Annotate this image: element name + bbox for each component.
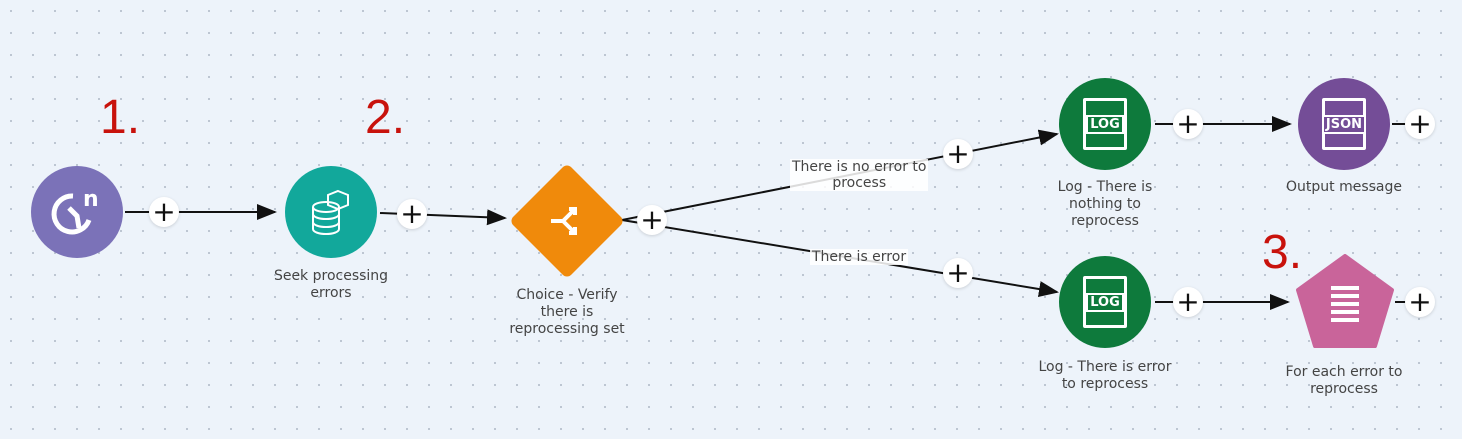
add-step-button[interactable]: + bbox=[1173, 109, 1203, 139]
annotation-1: 1. bbox=[100, 91, 141, 144]
database-icon bbox=[312, 189, 349, 236]
svg-text:n: n bbox=[83, 187, 99, 212]
scheduler-node[interactable]: n bbox=[31, 166, 123, 258]
choice-node[interactable] bbox=[509, 163, 625, 279]
json-file-icon: JSON bbox=[1321, 98, 1367, 150]
add-step-button[interactable]: + bbox=[149, 197, 179, 227]
add-step-button[interactable]: + bbox=[1173, 287, 1203, 317]
seek-node[interactable] bbox=[285, 166, 377, 258]
add-step-button[interactable]: + bbox=[943, 139, 973, 169]
annotation-3: 3. bbox=[1262, 226, 1303, 279]
split-icon bbox=[551, 207, 577, 235]
output-node[interactable]: JSON bbox=[1298, 78, 1390, 170]
output-label: Output message bbox=[1286, 179, 1402, 195]
scheduler-icon: n bbox=[51, 187, 99, 235]
list-icon bbox=[1331, 286, 1359, 322]
edge-label-error: There is error bbox=[810, 249, 909, 265]
log-file-icon: LOG bbox=[1083, 276, 1127, 328]
annotation-2: 2. bbox=[365, 91, 406, 144]
log-file-icon: LOG bbox=[1083, 98, 1127, 150]
add-step-button[interactable]: + bbox=[1405, 109, 1435, 139]
add-step-button[interactable]: + bbox=[943, 258, 973, 288]
add-step-button[interactable]: + bbox=[1405, 287, 1435, 317]
log-error-node[interactable]: LOG bbox=[1059, 256, 1151, 348]
log-nothing-node[interactable]: LOG bbox=[1059, 78, 1151, 170]
add-step-button[interactable]: + bbox=[637, 205, 667, 235]
add-step-button[interactable]: + bbox=[397, 199, 427, 229]
foreach-node[interactable] bbox=[1295, 254, 1395, 350]
